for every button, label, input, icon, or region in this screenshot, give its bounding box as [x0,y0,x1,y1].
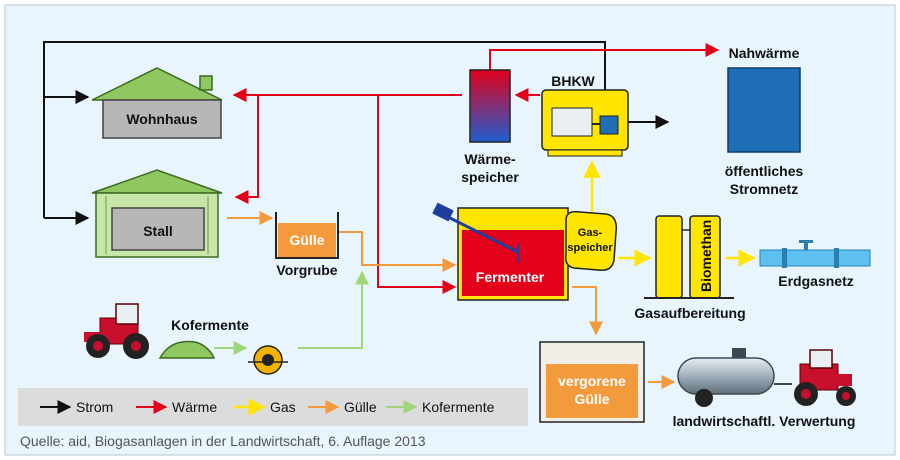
waermespeicher: Wärme- speicher [461,69,519,185]
vergorene-label-1: vergorene [558,373,626,389]
guelle-to-fermenter [338,231,457,272]
gaerrestlager: vergorene Gülle [539,341,645,423]
stall: Stall [91,169,223,258]
nahwaerme-label: Nahwärme [729,45,800,61]
legend-strom: Strom [76,399,113,415]
strom-main-line [43,41,606,218]
vorgrube: Gülle Vorgrube [275,212,339,278]
legend-box [18,388,528,426]
vorgrube-label: Vorgrube [276,262,337,278]
erdgasnetz-pipe [759,240,871,268]
stromnetz-label-2: Stromnetz [730,181,798,197]
guelle-label: Gülle [289,232,324,248]
stromnetz-block [727,67,801,153]
bhkw-label: BHKW [551,73,595,89]
legend: Strom Wärme Gas Gülle Kofermente [18,388,528,426]
fermenter: Fermenter [432,202,569,301]
erdgasnetz-label: Erdgasnetz [778,273,853,289]
gasspeicher: Gas- speicher [564,210,618,272]
wohnhaus: Wohnhaus [91,67,223,139]
kof-to-vorgrube-line [298,270,369,349]
fermenter-label: Fermenter [476,269,545,285]
legend-gas: Gas [270,399,296,415]
legend-guelle: Gülle [344,399,377,415]
legend-kofermente: Kofermente [422,399,495,415]
vergorene-label-2: Gülle [574,391,609,407]
waerme-to-nahwaerme [489,43,720,70]
gasspeicher-label-1: Gas- [578,227,603,239]
gasaufbereitung-label: Gasaufbereitung [634,305,745,321]
gasspeicher-label-2: speicher [567,242,613,254]
waerme-to-fermenter [377,95,457,294]
source-note: Quelle: aid, Biogasanlagen in der Landwi… [20,433,426,449]
wohnhaus-label: Wohnhaus [126,111,198,127]
guelle-to-lager [572,286,603,336]
kofermente-pile [158,340,216,359]
waermespeicher-label-2: speicher [461,169,519,185]
biomethan-label: Biomethan [698,220,714,292]
tractor-left [84,303,149,359]
stromnetz-label-1: öffentliches [725,163,804,179]
verwertung-label: landwirtschaftl. Verwertung [673,413,856,429]
slurry-tanker [677,348,792,407]
waermespeicher-label-1: Wärme- [464,151,516,167]
gasaufbereitung: Biomethan Gasaufbereitung [634,215,746,321]
bhkw: BHKW [541,73,629,157]
waerme-to-stall [234,95,259,204]
legend-waerme: Wärme [172,399,217,415]
tractor-right [794,349,856,406]
kofermente-label: Kofermente [171,317,249,333]
stall-label: Stall [143,223,173,239]
shredder [248,345,288,375]
